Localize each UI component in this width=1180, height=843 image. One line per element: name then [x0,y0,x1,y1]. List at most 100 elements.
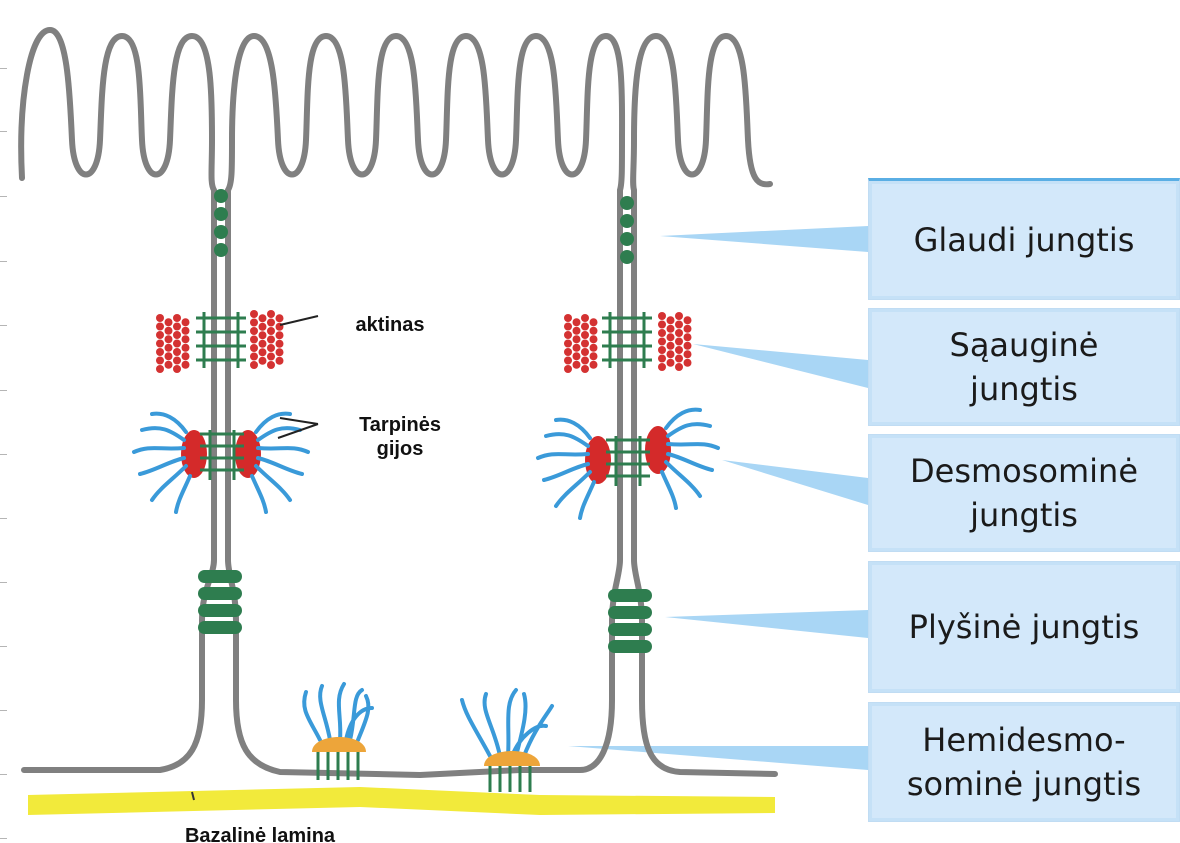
actin-dot [589,352,598,361]
actin-dot [666,333,675,342]
actin-dot [675,312,683,320]
actin-dot [173,348,181,356]
actin-dot [181,335,190,344]
actin-dot [666,358,675,367]
actin-dot [250,327,258,335]
actin-dot [658,320,666,329]
actin-dot [589,335,598,344]
actin-dot [683,358,692,367]
actin-dot [181,343,190,352]
actin-dot [181,352,190,361]
actin-dot [683,341,692,350]
actin-dot [589,318,598,327]
actin-dot [173,339,181,348]
left-edge-ticks [0,0,8,843]
actin-dot [258,331,267,340]
actin-dot [258,356,267,365]
actin-dot [581,356,589,365]
actin-dot [675,320,683,329]
actin-dot [173,356,181,365]
actin-dot [675,337,683,346]
actin-dot [267,344,275,352]
actin-dot [250,344,258,352]
junction-label: Sąauginė jungtis [949,326,1099,408]
actin-dot [275,348,284,357]
actin-dot [181,326,190,335]
junction-label: Plyšinė jungtis [908,608,1140,646]
actin-dot [572,335,581,344]
actin-dot [572,318,581,327]
desmosome-left [132,411,310,514]
actin-dot [572,352,581,361]
adherens-rungs [196,312,652,368]
actin-dot [258,339,267,348]
actin-dot [156,314,164,322]
actin-dot [173,365,181,373]
actin-pointer [279,315,319,326]
filament-pointer [277,423,319,439]
hemidesmosome-right [460,688,554,792]
basal-lamina-label: Bazalinė lamina [184,825,336,843]
intermediate-filaments-label: Tarpinės gijos [359,414,441,460]
actin-filaments [564,312,692,373]
actin-dot [658,337,666,346]
actin-dot [581,314,589,322]
actin-dot [164,343,173,352]
actin-dot [164,326,173,335]
actin-dot [658,312,666,320]
actin-dot [164,352,173,361]
actin-dot [250,335,258,344]
actin-dot [581,322,589,331]
callout-adherens [693,344,868,388]
actin-dot [258,322,267,331]
actin-label: aktinas [355,314,425,336]
filament-pointer [279,417,319,425]
actin-dot [572,326,581,335]
actin-dot [164,318,173,327]
junction-label: Hemidesmo- sominė jungtis [906,721,1142,803]
actin-dot [250,361,258,369]
callout-wedges [568,226,868,770]
actin-dot [666,324,675,333]
callout-tight [660,226,868,252]
actin-dot [275,331,284,340]
junction-panel-tight: Glaudi jungtis [868,178,1180,300]
actin-dot [156,356,164,365]
gap-junctions [198,570,652,653]
actin-dot [589,326,598,335]
actin-dot [658,363,666,371]
actin-dot [181,318,190,327]
actin-dot [572,343,581,352]
actin-dot [156,322,164,331]
actin-dot [675,363,683,371]
actin-dot [581,348,589,356]
actin-dot [173,322,181,331]
junction-panel-hemidesmosome: Hemidesmo- sominė jungtis [868,702,1180,822]
actin-dot [564,348,572,356]
junction-label: Glaudi jungtis [913,221,1135,259]
actin-dot [683,350,692,359]
actin-dot [267,327,275,335]
actin-dot [267,318,275,327]
actin-dot [683,324,692,333]
actin-dot [267,361,275,369]
actin-dot [683,316,692,325]
actin-dot [658,329,666,337]
actin-dot [675,346,683,354]
actin-dot [581,331,589,339]
actin-dot [250,310,258,318]
actin-dot [258,314,267,323]
actin-dot [564,331,572,339]
junction-label: Desmosominė jungtis [909,452,1139,534]
plasma-membrane [18,27,778,778]
actin-dot [564,314,572,322]
actin-dot [267,335,275,344]
actin-dot [156,365,164,373]
actin-dot [666,316,675,325]
actin-dot [275,339,284,348]
actin-dot [164,360,173,369]
actin-dot [572,360,581,369]
actin-dot [250,318,258,327]
actin-dot [666,341,675,350]
